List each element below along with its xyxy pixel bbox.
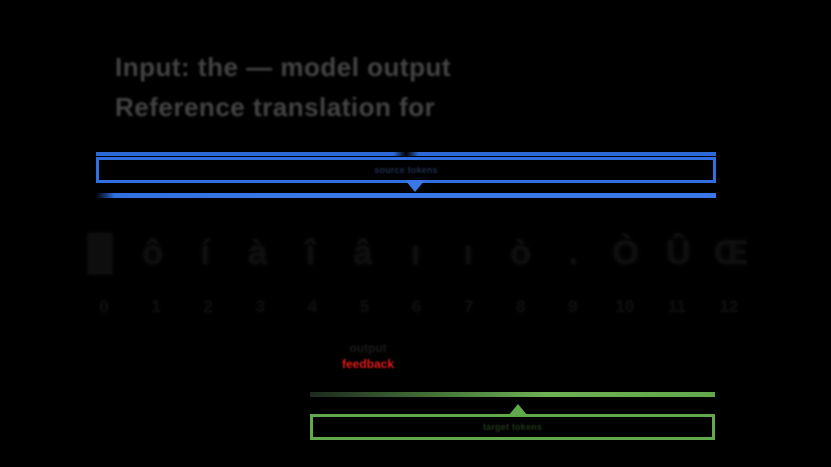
- target-token-band[interactable]: target tokens: [310, 414, 715, 440]
- token-index: 2: [203, 297, 213, 316]
- caption-feedback-label: feedback: [341, 357, 395, 371]
- target-band-label: target tokens: [482, 422, 543, 432]
- token-index: 1: [151, 297, 161, 316]
- token-index: 3: [255, 297, 265, 316]
- caption-block: output feedback: [278, 341, 458, 373]
- source-band-bottom-rule: [96, 193, 716, 198]
- token-index: 12: [719, 297, 739, 316]
- token-index: 6: [411, 297, 422, 316]
- token-index: 11: [667, 297, 686, 316]
- source-band-label: source tokens: [374, 165, 438, 175]
- target-band-top-rule: [310, 392, 715, 397]
- token-index: 7: [463, 297, 474, 316]
- target-band-up-triangle-icon: [508, 404, 528, 416]
- token-index: 8: [515, 297, 526, 316]
- token-glyph: â: [353, 234, 373, 272]
- source-band-top-rule: [96, 152, 716, 156]
- token-glyph: ı: [463, 234, 473, 272]
- token-index-row: 0 1 2 3 4 5 6 7 8 9 10 11 12: [84, 292, 749, 322]
- token-index: 5: [359, 297, 370, 316]
- token-index: 4: [307, 297, 318, 316]
- token-glyph: ı: [410, 234, 421, 272]
- token-glyph: ò: [510, 234, 532, 272]
- heading-line-2: Reference translation for: [115, 92, 436, 122]
- caption-output-label: output: [349, 341, 387, 355]
- token-glyph: í: [200, 234, 210, 272]
- token-index: 9: [567, 297, 578, 316]
- token-glyph: î: [305, 234, 316, 272]
- heading-line-1: Input: the — model output: [115, 52, 451, 82]
- token-glyph: .: [568, 234, 578, 272]
- token-glyph: Û: [666, 234, 691, 272]
- token-index: 10: [615, 297, 635, 316]
- token-index: 0: [99, 297, 109, 316]
- token-glyph: Ò: [612, 234, 639, 272]
- token-glyph: ô: [142, 234, 163, 272]
- token-glyph: Œ: [713, 234, 748, 272]
- token-glyph-row: █ ô í à î â ı ı ò . Ò Û Œ: [78, 222, 753, 284]
- source-band-down-triangle-icon: [405, 180, 425, 192]
- token-glyph: à: [248, 234, 268, 272]
- token-glyph: █: [87, 234, 113, 272]
